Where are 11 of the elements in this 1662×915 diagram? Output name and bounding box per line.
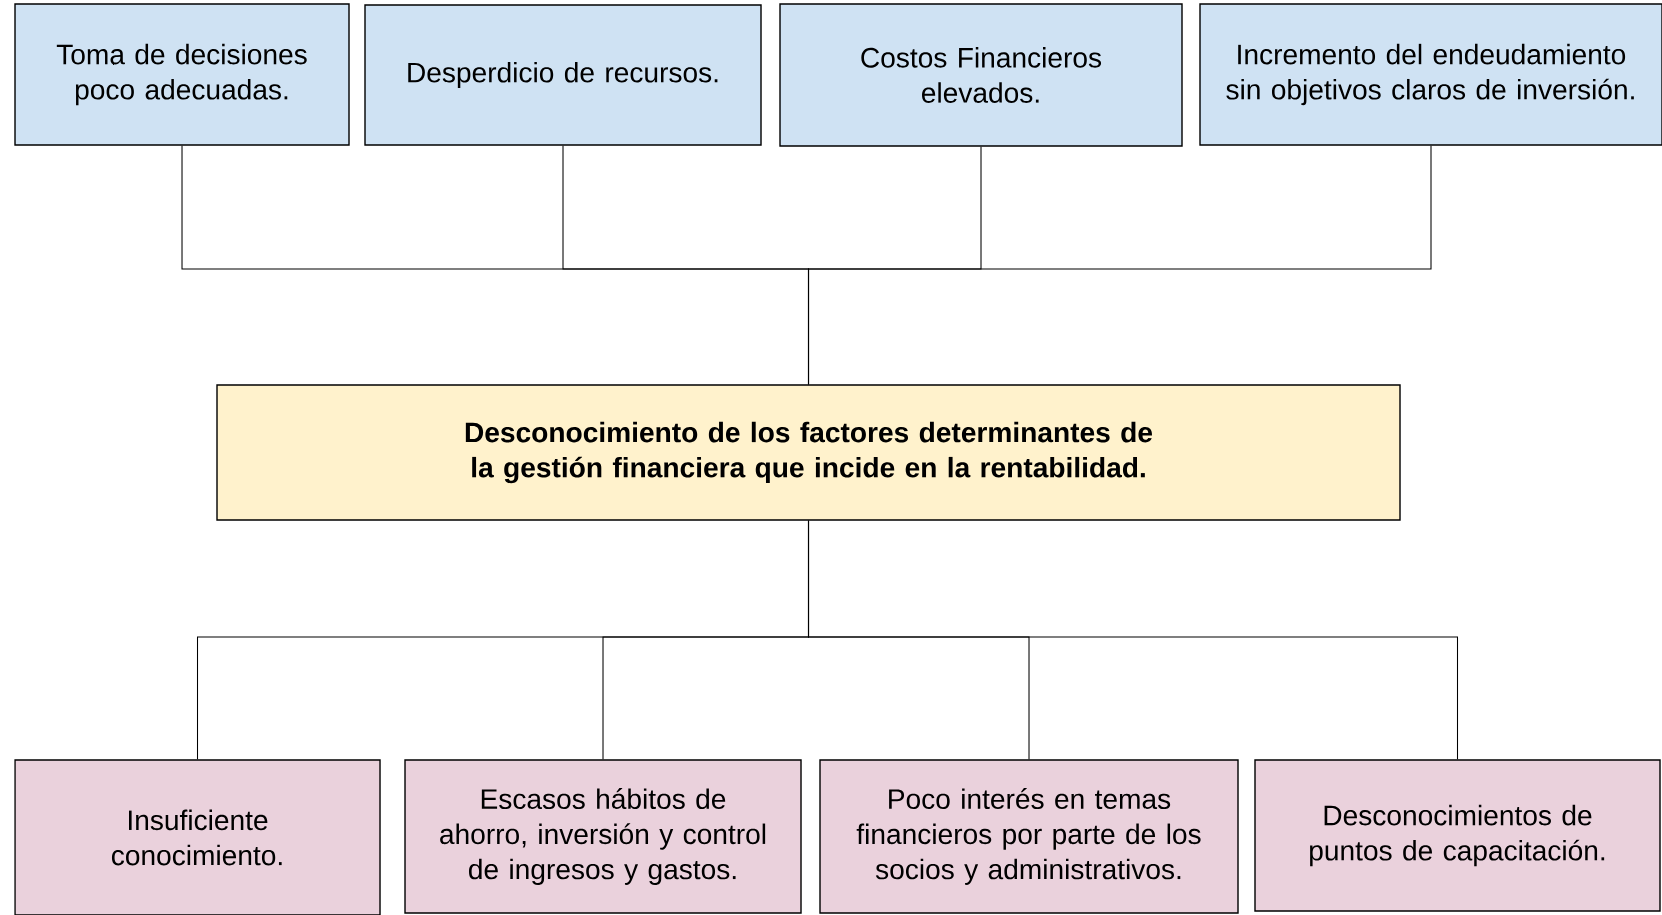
cause-box: Insuficiente conocimiento. bbox=[14, 759, 381, 915]
effect-box: Desperdicio de recursos. bbox=[364, 4, 762, 146]
effect-box: Incremento del endeudamiento sin objetivos claros de inversión. bbox=[1199, 3, 1662, 146]
effect-box: Toma de decisiones poco adecuadas. bbox=[14, 3, 350, 146]
cause-box: Desconocimientos de puntos de capacitación. bbox=[1254, 759, 1661, 912]
connector-line bbox=[808, 520, 1459, 760]
effect-box: Costos Financieros elevados. bbox=[779, 3, 1183, 147]
cause-box: Poco interés en temas financieros por parte de los socios y administrativos. bbox=[819, 759, 1239, 914]
cause-box: Escasos hábitos de ahorro, inversión y control de ingresos y gastos. bbox=[404, 759, 802, 914]
connector-line bbox=[808, 145, 1432, 385]
problem-box: Desconocimiento de los factores determinantes de la gestión financiera que incide en la rentabilidad. bbox=[216, 384, 1401, 521]
